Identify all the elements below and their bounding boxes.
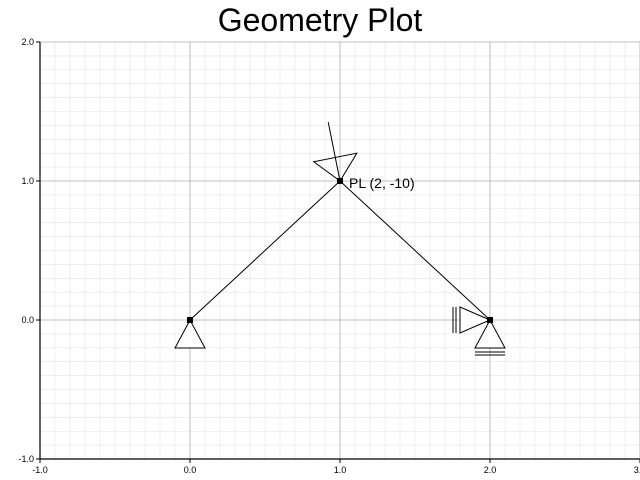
chart-title: Geometry Plot xyxy=(217,2,423,38)
y-tick-label: 2.0 xyxy=(21,37,34,47)
load-arrow-shaft xyxy=(327,122,341,182)
node-marker xyxy=(487,317,493,323)
member-line xyxy=(189,180,341,321)
load-arrowhead xyxy=(312,152,358,182)
x-tick-label: 0.0 xyxy=(184,465,197,475)
x-tick-label: 1.0 xyxy=(334,465,347,475)
supports xyxy=(174,306,506,356)
x-tick-label: -1.0 xyxy=(32,465,48,475)
members xyxy=(189,180,491,321)
y-tick-label: 0.0 xyxy=(21,315,34,325)
point-load: PL (2, -10) xyxy=(312,122,415,191)
loads: PL (2, -10) xyxy=(312,122,415,191)
member-line xyxy=(339,180,491,321)
pin-support-triangle xyxy=(174,318,206,349)
x-tick-label: 3.0 xyxy=(634,465,640,475)
y-tick-label: -1.0 xyxy=(18,454,34,464)
roller-support-triangle xyxy=(474,318,506,349)
tick-labels: -1.0 0.0 1.0 2.0 3.0 -1.0 0.0 1.0 2.0 xyxy=(18,37,640,475)
node-marker xyxy=(187,317,193,323)
load-label: PL (2, -10) xyxy=(349,175,415,191)
x-tick-label: 2.0 xyxy=(484,465,497,475)
node-marker xyxy=(337,178,343,184)
y-tick-label: 1.0 xyxy=(21,176,34,186)
pin-support xyxy=(174,318,206,349)
roller-side-triangle xyxy=(459,306,492,334)
roller-support xyxy=(452,306,506,356)
nodes xyxy=(187,178,493,323)
